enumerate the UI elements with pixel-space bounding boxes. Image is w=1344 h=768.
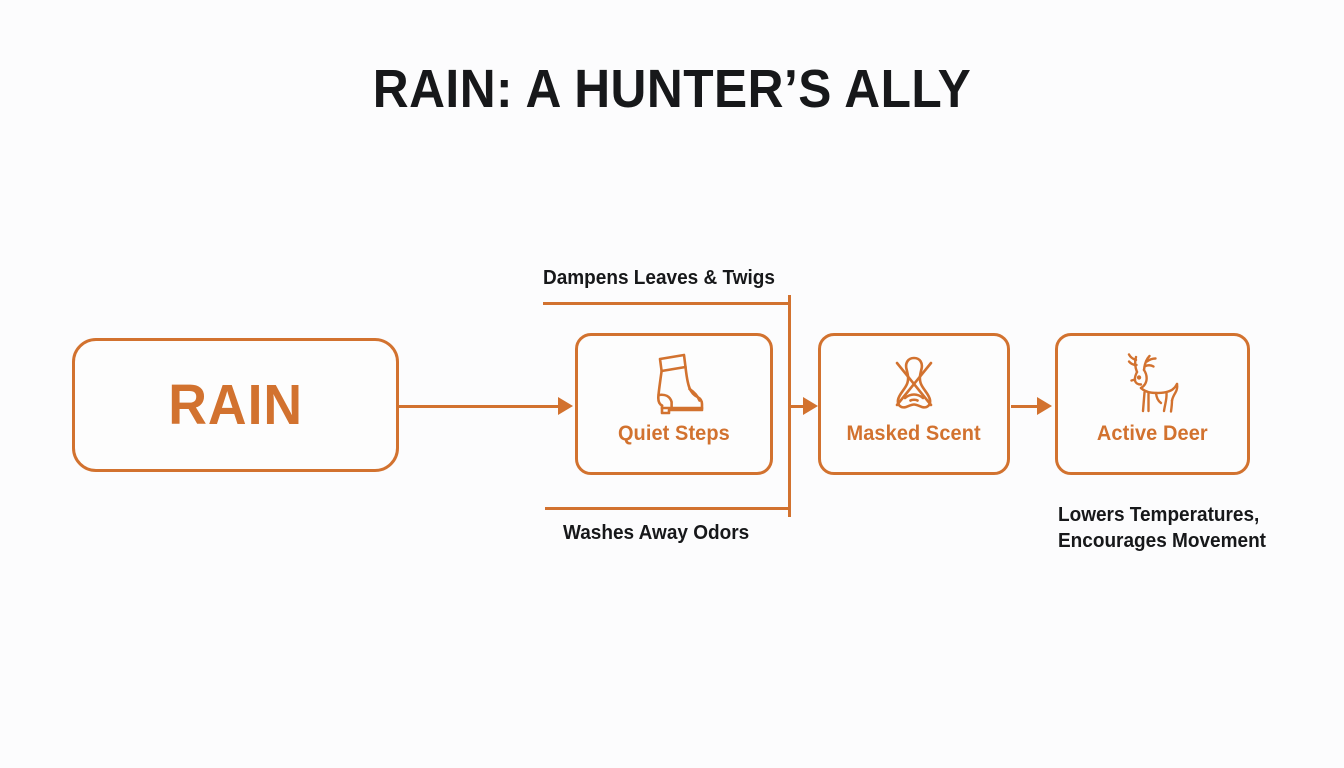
active-deer-label: Active Deer <box>1097 422 1208 445</box>
connector-rain-to-quiet-steps <box>399 405 561 408</box>
masked-scent-node[interactable]: Masked Scent <box>818 333 1010 475</box>
quiet-steps-node[interactable]: Quiet Steps <box>575 333 773 475</box>
caption-lowers-temperatures: Lowers Temperatures, Encourages Movement <box>1058 503 1305 554</box>
arrowhead-quiet-steps-to-masked-scent <box>803 397 818 415</box>
arrowhead-rain-to-quiet-steps <box>558 397 573 415</box>
caption-right-line-1: Lowers Temperatures, <box>1058 504 1260 526</box>
arrowhead-masked-scent-to-active-deer <box>1037 397 1052 415</box>
branch-spine-vertical <box>788 295 791 517</box>
deer-icon <box>1115 348 1191 420</box>
branch-line-top <box>543 302 791 305</box>
active-deer-node[interactable]: Active Deer <box>1055 333 1250 475</box>
connector-masked-scent-to-active-deer <box>1011 405 1039 408</box>
rain-node[interactable]: RAIN <box>72 338 399 472</box>
masked-scent-label: Masked Scent <box>846 422 982 445</box>
caption-washes-away-odors: Washes Away Odors <box>563 522 750 544</box>
quiet-steps-label: Quiet Steps <box>618 422 730 445</box>
boot-icon <box>636 348 712 420</box>
connector-quiet-steps-to-masked-scent <box>791 405 806 408</box>
caption-right-line-2: Encourages Movement <box>1058 529 1267 552</box>
branch-line-bottom <box>545 507 791 510</box>
caption-dampens-leaves-twigs: Dampens Leaves & Twigs <box>543 267 775 289</box>
nose-crossed-icon <box>878 348 950 420</box>
page-title: RAIN: A HUNTER’S ALLY <box>372 59 972 119</box>
rain-node-label: RAIN <box>168 373 303 437</box>
